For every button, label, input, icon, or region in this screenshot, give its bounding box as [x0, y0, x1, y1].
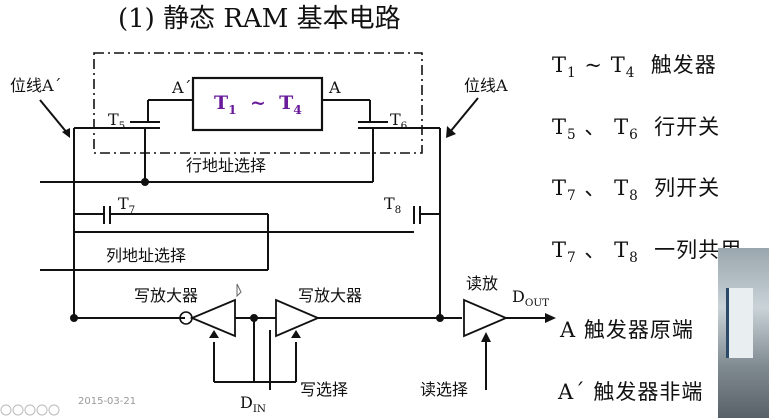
read-amp-label: 读放: [466, 274, 499, 293]
write-amp-left-label: 写放大器: [134, 286, 199, 305]
legend-item-shared-column: T7 、 T8 一列共用: [552, 238, 743, 267]
bitline-right-label: 位线A: [464, 76, 508, 95]
legend-item-column-switch: T7 、 T8 列开关: [552, 176, 721, 205]
note-a-true-end: A 触发器原端: [560, 318, 694, 342]
read-amplifier: [463, 298, 509, 338]
t8-label: T8: [384, 194, 402, 217]
dout-label: DOUT: [512, 287, 550, 310]
t7-label: T7: [118, 194, 136, 217]
write-amplifier-right: [275, 298, 321, 338]
video-thumbnail: [718, 248, 769, 418]
bitline-left-label: 位线A´: [10, 76, 62, 95]
node-a-bar-label: A´: [172, 78, 192, 97]
write-select-label: 写选择: [300, 380, 349, 399]
flipflop-core-label: T1 ~ T4: [214, 92, 302, 117]
write-amp-right-label: 写放大器: [298, 286, 363, 305]
slide-title: (1) 静态 RAM 基本电路: [118, 4, 401, 34]
node-a-label: A: [329, 78, 341, 97]
flipflop-boundary: [93, 52, 423, 154]
row-select-label: 行地址选择: [186, 156, 267, 175]
date-stamp: 2015-03-21: [78, 396, 137, 407]
t5-label: T5: [108, 110, 126, 133]
legend-item-row-switch: T5 、 T6 行开关: [552, 115, 721, 144]
column-select-label: 列地址选择: [106, 246, 187, 265]
write-amplifier-left: [189, 298, 236, 338]
legend-item-flipflop: T1 ~ T4 触发器: [552, 53, 717, 82]
flipflop-core-box: [191, 76, 324, 132]
read-select-label: 读选择: [420, 380, 469, 399]
note-a-bar-complement-end: A´ 触发器非端: [558, 380, 704, 404]
t6-label: T6: [390, 110, 408, 133]
din-label: DIN: [240, 393, 267, 416]
